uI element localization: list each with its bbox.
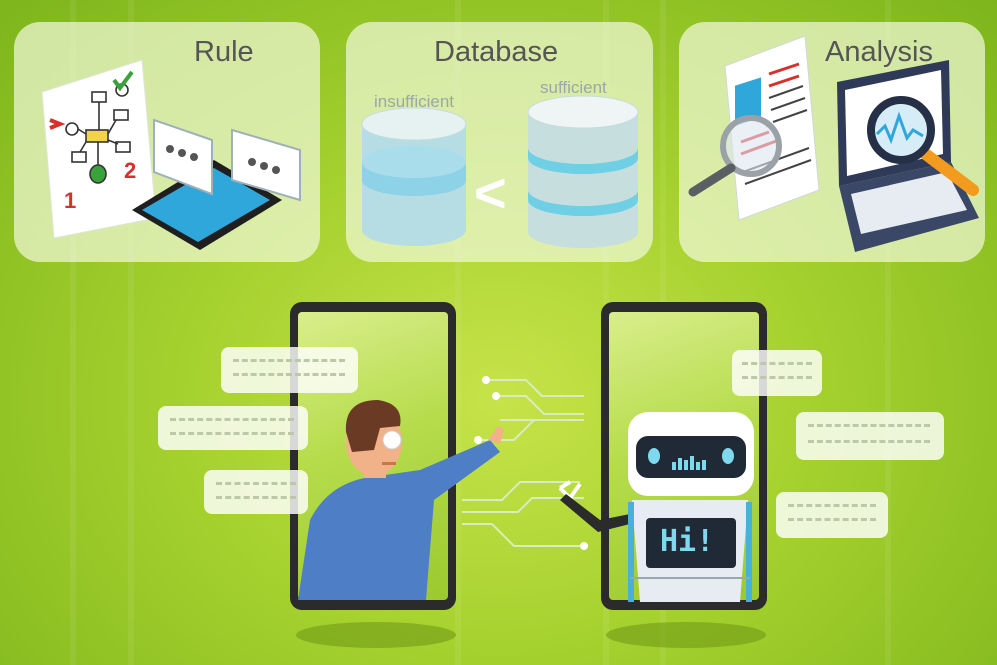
speech-bubble (776, 492, 888, 538)
analysis-panel: Analysis (679, 22, 985, 262)
person-figure (298, 400, 504, 600)
magnifier-icon (867, 96, 979, 196)
circuit-lines (462, 379, 584, 547)
robot-greeting: Hi! (660, 524, 715, 559)
analysis-title: Analysis (825, 36, 933, 68)
speech-bubble (221, 347, 358, 393)
database-illustration (361, 95, 639, 248)
speech-bubble (796, 412, 944, 460)
bg-stripe (885, 0, 891, 665)
database-title: Database (434, 36, 559, 68)
database-insufficient-icon (361, 107, 467, 246)
flowchart-icon (65, 83, 131, 184)
bg-stripe (70, 0, 76, 665)
flow-number-1: 1 (64, 188, 77, 213)
database-panel: Database insufficient sufficient < (346, 22, 653, 262)
rule-illustration (41, 59, 301, 250)
comparison-symbol: < (474, 161, 507, 224)
rule-panel: Rule 1 2 (14, 22, 320, 262)
check-icon (112, 70, 134, 92)
flow-number-2: 2 (124, 158, 137, 183)
robot-figure (558, 412, 754, 602)
sufficient-label: sufficient (540, 78, 607, 97)
rule-title: Rule (194, 36, 254, 68)
database-sufficient-icon (527, 95, 639, 248)
insufficient-label: insufficient (374, 92, 455, 111)
magnifier-icon (688, 115, 782, 197)
phone-shadow (296, 622, 456, 648)
speech-bubble (204, 470, 308, 514)
analysis-illustration (688, 35, 979, 252)
bg-stripe (128, 0, 134, 665)
phone-shadow (606, 622, 766, 648)
red-arrow-icon (49, 118, 66, 130)
speech-bubble (158, 406, 308, 450)
bg-stripe (455, 0, 461, 665)
chat-bubble-icon (153, 118, 213, 196)
speech-bubble (732, 350, 822, 396)
